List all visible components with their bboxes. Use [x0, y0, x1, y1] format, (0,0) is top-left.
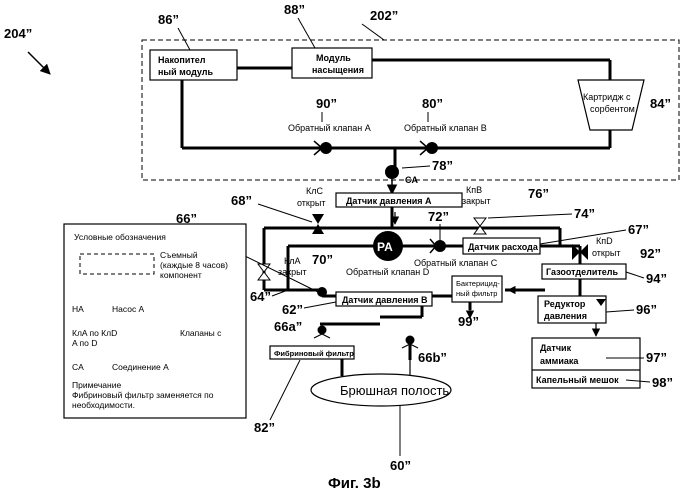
- ref-96: 96”: [636, 302, 657, 317]
- ref-94-leader: [626, 272, 644, 278]
- legend-na-key: HA: [72, 304, 84, 314]
- legend-kl-value-1: Клапаны с: [180, 328, 222, 338]
- ref-92: 92”: [640, 246, 661, 261]
- ref-204: 204”: [4, 26, 32, 41]
- ref-202-leader: [362, 24, 384, 40]
- valve-klc: [312, 214, 324, 224]
- ref-66a: 66a”: [274, 319, 302, 334]
- klb-label: КпB: [466, 185, 482, 195]
- legend-removable-3: компонент: [160, 270, 202, 280]
- kla-state: закрыт: [278, 267, 307, 277]
- ref-86-leader: [178, 28, 190, 50]
- legend-ca-key: CA: [72, 362, 84, 372]
- pump-label: PA: [377, 240, 393, 254]
- pressure-sensor-a-label: Датчик давления A: [346, 196, 432, 206]
- valve-kla-lower: [258, 272, 270, 280]
- ref-66b: 66b”: [418, 350, 447, 365]
- saturation-label-2: насыщения: [312, 65, 364, 75]
- legend-note-1: Фибриновый фильтр заменяется по: [72, 390, 214, 400]
- ref-78: 78”: [432, 158, 453, 173]
- ref-99: 99”: [458, 314, 479, 329]
- reducer-label-2: давления: [544, 311, 587, 321]
- ref-90: 90”: [316, 96, 337, 111]
- ref-94: 94”: [646, 271, 667, 286]
- figure-caption: Фиг. 3b: [328, 475, 381, 492]
- ca-label: CA: [405, 175, 418, 185]
- cartridge-label-1: Картридж с: [583, 92, 631, 102]
- drip-bag-label: Капельный мешок: [536, 375, 619, 385]
- accumulator-label-1: Накопител: [158, 55, 206, 65]
- ref-82: 82”: [254, 420, 275, 435]
- ref-84: 84”: [650, 96, 671, 111]
- degasser-label: Газоотделитель: [546, 267, 619, 277]
- ref-67-leader: [540, 230, 626, 244]
- ref-88: 88”: [284, 2, 305, 17]
- ref-70: 70”: [312, 252, 333, 267]
- legend-removable-2: (каждые 8 часов): [160, 260, 228, 270]
- ref-60: 60”: [390, 458, 411, 473]
- check-valve-b-label: Обратный клапан B: [404, 123, 487, 133]
- saturation-label-1: Модуль: [316, 53, 351, 63]
- legend-na-value: Насос A: [112, 304, 145, 314]
- accumulator-label-2: ный модуль: [158, 67, 214, 77]
- valve-klb: [474, 218, 486, 226]
- ref-86: 86”: [158, 12, 179, 27]
- fibrin-filter-label: Фибриновый фильтр: [274, 349, 354, 358]
- kld-label: КпD: [596, 236, 613, 246]
- pressure-sensor-b-label: Датчик давления B: [342, 295, 428, 305]
- bact-filter-label-1: Бактерицид-: [456, 279, 500, 288]
- ref-64: 64”: [250, 289, 271, 304]
- check-valve-d-label: Обратный клапан D: [346, 267, 430, 277]
- legend-ca-value: Соединение A: [112, 362, 169, 372]
- ref-82-leader: [270, 360, 300, 420]
- ammonia-label-2: аммиака: [540, 356, 579, 366]
- ref-74: 74”: [574, 206, 595, 221]
- kld-state: открыт: [592, 248, 620, 258]
- bact-filter-label-2: ный фильтр: [456, 289, 497, 298]
- klc-label: КлC: [306, 186, 323, 196]
- ref-202: 202”: [370, 8, 398, 23]
- connection-ca: [385, 165, 399, 179]
- ref-74-leader: [488, 214, 572, 218]
- ref-98: 98”: [652, 375, 673, 390]
- ref-67: 67”: [628, 222, 649, 237]
- ref-204-arrow: [28, 52, 50, 74]
- kla-label: КлA: [284, 256, 301, 266]
- flow-sensor-label: Датчик расхода: [468, 242, 539, 252]
- ammonia-label-1: Датчик: [540, 343, 572, 353]
- ref-62: 62”: [282, 302, 303, 317]
- ref-68: 68”: [231, 193, 252, 208]
- klc-state: открыт: [297, 198, 325, 208]
- reducer-label-1: Редуктор: [544, 299, 586, 309]
- cartridge-label-2: сорбентом: [590, 104, 635, 114]
- legend-removable-1: Съемный: [160, 250, 198, 260]
- klb-state: закрыт: [462, 196, 491, 206]
- sensor-b-junction: [317, 287, 327, 297]
- legend-kl-key: КлA по КлD: [72, 328, 117, 338]
- ref-78-leader: [402, 166, 430, 168]
- check-valve-a-label: Обратный клапан A: [288, 123, 371, 133]
- ref-80: 80”: [422, 96, 443, 111]
- ref-96-leader: [606, 310, 634, 312]
- ref-76: 76”: [528, 186, 549, 201]
- legend-note-2: необходимости.: [72, 400, 135, 410]
- legend-title: Условные обозначения: [74, 232, 166, 242]
- abdomen-label: Брюшная полость: [340, 383, 449, 398]
- legend-note-title: Примечание: [72, 380, 121, 390]
- ref-97: 97”: [646, 350, 667, 365]
- ref-72: 72”: [428, 209, 449, 224]
- top-loop-pipes: [182, 60, 610, 148]
- ref-88-leader: [298, 18, 315, 48]
- ref-62-leader: [304, 302, 336, 308]
- connector-66a: [314, 326, 330, 339]
- legend-kl-value-2: A по D: [72, 338, 97, 348]
